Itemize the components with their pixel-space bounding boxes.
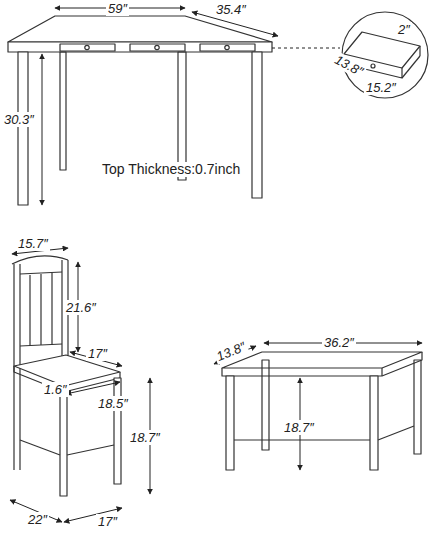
dimension-label: 22″ (26, 512, 49, 527)
dimension-label: 15.2″ (364, 80, 398, 95)
dimension-label: 18.7″ (282, 420, 316, 435)
dimension-label: 18.7″ (128, 430, 162, 445)
bench-dimensions (214, 343, 422, 470)
dimension-label: 1.6″ (42, 382, 69, 397)
chair-drawing (12, 256, 121, 496)
dimension-label: 36.2″ (322, 335, 356, 350)
note-label: Top Thickness:0.7inch (100, 162, 242, 177)
dimension-label: 17″ (86, 346, 109, 361)
table-dimensions (42, 8, 340, 205)
dimension-label: 59″ (106, 1, 129, 16)
dimension-label: 30.3″ (2, 112, 36, 127)
dimension-label: 15.7″ (16, 236, 50, 251)
chair-dimensions (10, 248, 150, 522)
table-drawing (8, 16, 272, 205)
dimension-label: 35.4″ (214, 2, 248, 17)
dimension-label: 21.6″ (64, 300, 98, 315)
dimension-label: 2″ (396, 22, 412, 37)
drawer-detail (342, 12, 428, 98)
bench-drawing (222, 352, 422, 470)
dimension-label: 18.5″ (96, 396, 130, 411)
dimension-label: 17″ (96, 514, 119, 529)
